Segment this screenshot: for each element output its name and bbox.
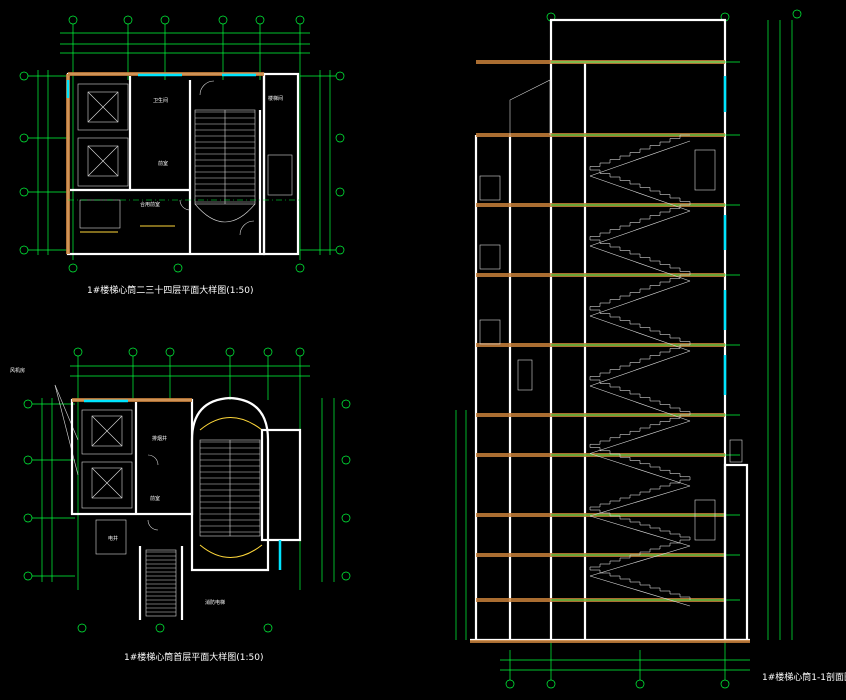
title-plan-upper: 1#楼梯心筒二三十四层平面大样图(1:50) [87,284,254,296]
axis-bubbles-left-upper [19,70,70,255]
linework [589,485,691,517]
external-stair-ground [138,546,184,620]
linework [589,350,691,387]
linework [589,545,691,577]
title-section: 1#楼梯心筒1-1剖面图(1:50) [762,671,846,683]
svg-text:电井: 电井 [108,535,118,542]
linework [589,453,691,487]
svg-text:排烟井: 排烟井 [152,435,167,442]
axis-bubbles-right-ground [321,398,351,582]
linework [589,245,691,282]
svg-text:前室: 前室 [150,495,160,502]
title-plan-ground: 1#楼梯心筒首层平面大样图(1:50) [124,651,264,663]
linework [589,140,691,177]
linework [589,280,691,317]
linework [589,210,691,247]
svg-text:楼梯间: 楼梯间 [268,95,283,102]
stair-upper-plan [194,109,256,223]
section-stair-flights [589,134,691,607]
linework [589,575,691,607]
svg-text:风机房: 风机房 [10,367,25,374]
linework [589,385,691,422]
stair-ground-plan [190,396,270,572]
section-1-1: 1#楼梯心筒1-1剖面图(1:50) [455,9,846,689]
linework [589,515,691,547]
plan-ground-floor: 排烟井 前室 电井 风机房 消防电梯 1#楼梯心筒首层平面大样图(1:50) [10,347,351,663]
linework [589,315,691,352]
svg-text:消防电梯: 消防电梯 [205,599,225,606]
svg-text:合用前室: 合用前室 [140,201,160,208]
svg-text:卫生间: 卫生间 [153,97,168,104]
svg-text:前室: 前室 [158,160,168,167]
axis-bubbles-left-ground [23,384,79,582]
linework [589,420,691,454]
plan-upper-floor: 卫生间 前室 合用前室 楼梯间 1#楼梯心筒二三十四层平面大样图(1:50) [19,15,345,296]
axis-bubbles-right-upper [300,70,345,255]
linework [589,175,691,212]
floor-slabs [476,60,740,602]
section-right-dimensions [767,9,802,640]
axis-bubbles-top-upper [60,15,310,260]
